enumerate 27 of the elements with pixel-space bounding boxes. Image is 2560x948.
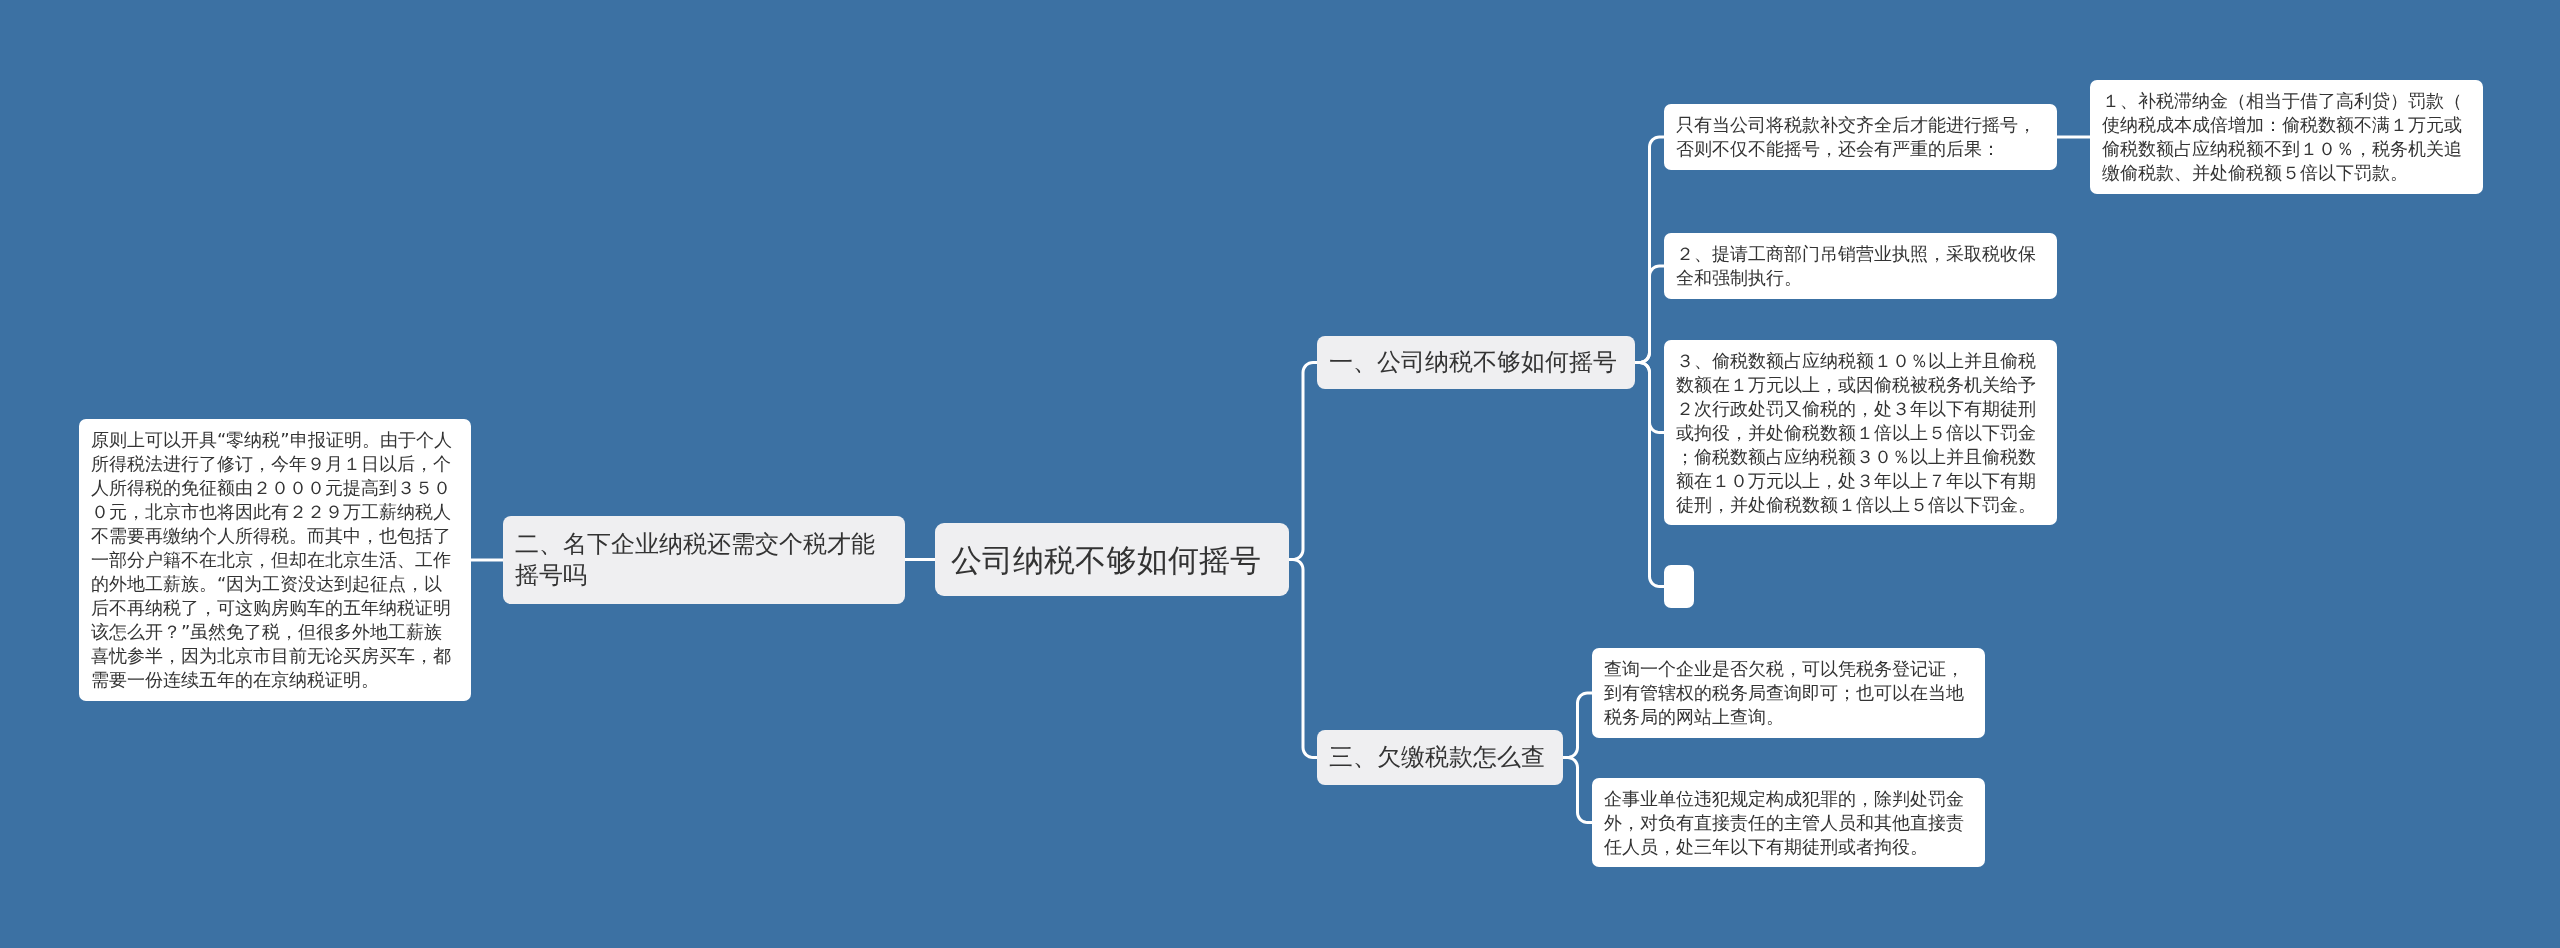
connector-line (1563, 756, 1592, 824)
subtopic-box (1664, 104, 2057, 170)
central-topic-text: 公司纳税不够如何摇号 (951, 540, 1262, 579)
topic-text: 只有当公司将税款补交齐全后才能进行摇号，否则不仅不能摇号，还会有严重的后果： (1676, 113, 2037, 161)
topic-text: 三、欠缴税款怎么查 (1329, 742, 1546, 773)
topic-text: ３、偷税数额占应纳税额１０％以上并且偷税数额在１万元以上，或因偷税被税务机关给予２次行政处罚又偷税的，处３年以下有期徒刑或拘役，并处偷税数额１倍以上５倍以下罚金；偷税数额占应纳税额３０％以上并且偷税数额在１０万元以上，处３年以上７年以下有期徒刑，并处偷税数额１倍以上５倍以下罚金。 (1676, 348, 2037, 517)
connector-line (905, 558, 935, 561)
topic-box (1317, 336, 1635, 389)
topic-text: １、补税滞纳金（相当于借了高利贷）罚款（使纳税成本成倍增加：偷税数额不满１万元或偷税数额占应纳税额不到１０％，税务机关追缴偷税款、并处偷税额５倍以下罚款。 (2102, 89, 2463, 185)
topic-text: ２、提请工商部门吊销营业执照，采取税收保全和强制执行。 (1676, 242, 2037, 290)
connector-line (2057, 135, 2090, 139)
subtopic-box (2090, 80, 2483, 194)
topic-text: 企事业单位违犯规定构成犯罪的，除判处罚金外，对负有直接责任的主管人员和其他直接责任人员，处三年以下有期徒刑或者拘役。 (1604, 786, 1965, 859)
topic-text: 原则上可以开具“零纳税”申报证明。由于个人所得税法进行了修订，今年９月１日以后，个人所得税的免征额由２０００元提高到３５００元，北京市也将因此有２２９万工薪纳税人不需要再缴纳个人所得税。而其中，也包括了一部分户籍不在北京，但却在北京生活、工作的外地工薪族。“因为工资没达到起征点，以后不再纳税了，可这购房购车的五年纳税证明该怎么开？”虽然免了税，但很多外地工薪族喜忧参半，因为北京市目前无论买房买车，都需要一份连续五年的在京纳税证明。 (91, 428, 453, 692)
subtopic-box (1592, 648, 1985, 738)
topic-box (1317, 730, 1563, 785)
connector-line (471, 558, 503, 562)
empty-topic-box (1664, 565, 1694, 608)
subtopic-box (1664, 233, 2057, 299)
topic-text: 二、名下企业纳税还需交个税才能摇号吗 (515, 529, 876, 591)
topic-box (503, 516, 905, 604)
subtopic-box (1664, 340, 2057, 525)
subtopic-box (1592, 778, 1985, 867)
topic-text: 查询一个企业是否欠税，可以凭税务登记证，到有管辖权的税务局查询即可；也可以在当地税务局的网站上查询。 (1604, 657, 1965, 729)
topic-text: 一、公司纳税不够如何摇号 (1329, 347, 1618, 378)
connector-line (1635, 361, 1664, 588)
central-topic-box (935, 523, 1289, 596)
